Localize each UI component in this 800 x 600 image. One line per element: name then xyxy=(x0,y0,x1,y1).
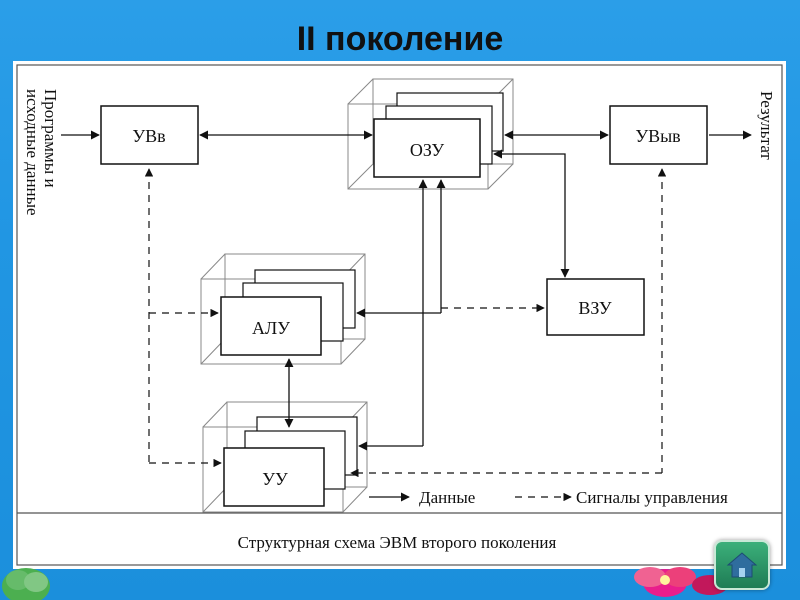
diagram-panel: УВв ОЗУ УВыв xyxy=(13,61,786,569)
tree-decoration-icon xyxy=(2,568,50,600)
legend-data-label: Данные xyxy=(419,488,475,507)
box-uvv: УВв xyxy=(100,105,199,165)
home-icon xyxy=(726,552,758,578)
box-vzu: ВЗУ xyxy=(546,278,645,336)
box-alu-label: АЛУ xyxy=(252,318,290,338)
box-ozu-label: ОЗУ xyxy=(410,140,445,160)
data-connections xyxy=(61,130,752,451)
box-vzu-label: ВЗУ xyxy=(578,298,612,318)
diagram-caption: Структурная схема ЭВМ второго поколения xyxy=(238,533,557,552)
box-uu-label: УУ xyxy=(262,469,288,489)
output-label: Результат xyxy=(757,91,776,160)
structure-diagram: УВв ОЗУ УВыв xyxy=(16,64,783,566)
box-uu: УУ xyxy=(202,401,368,513)
box-ozu: ОЗУ xyxy=(347,78,514,190)
control-connections xyxy=(144,168,667,478)
diagram-frame xyxy=(16,64,783,566)
box-uvv-label: УВв xyxy=(132,126,165,146)
legend: Данные Сигналы управления xyxy=(369,488,728,507)
home-button[interactable] xyxy=(714,540,770,590)
input-label: Программы и исходные данные xyxy=(23,89,60,216)
legend-control-label: Сигналы управления xyxy=(576,488,728,507)
box-uvyv-label: УВыв xyxy=(635,126,680,146)
box-alu: АЛУ xyxy=(200,253,366,365)
input-label-line2: исходные данные xyxy=(23,89,42,216)
input-label-line1: Программы и xyxy=(41,89,60,188)
box-uvyv: УВыв xyxy=(609,105,708,165)
slide-title: II поколение xyxy=(296,20,504,58)
